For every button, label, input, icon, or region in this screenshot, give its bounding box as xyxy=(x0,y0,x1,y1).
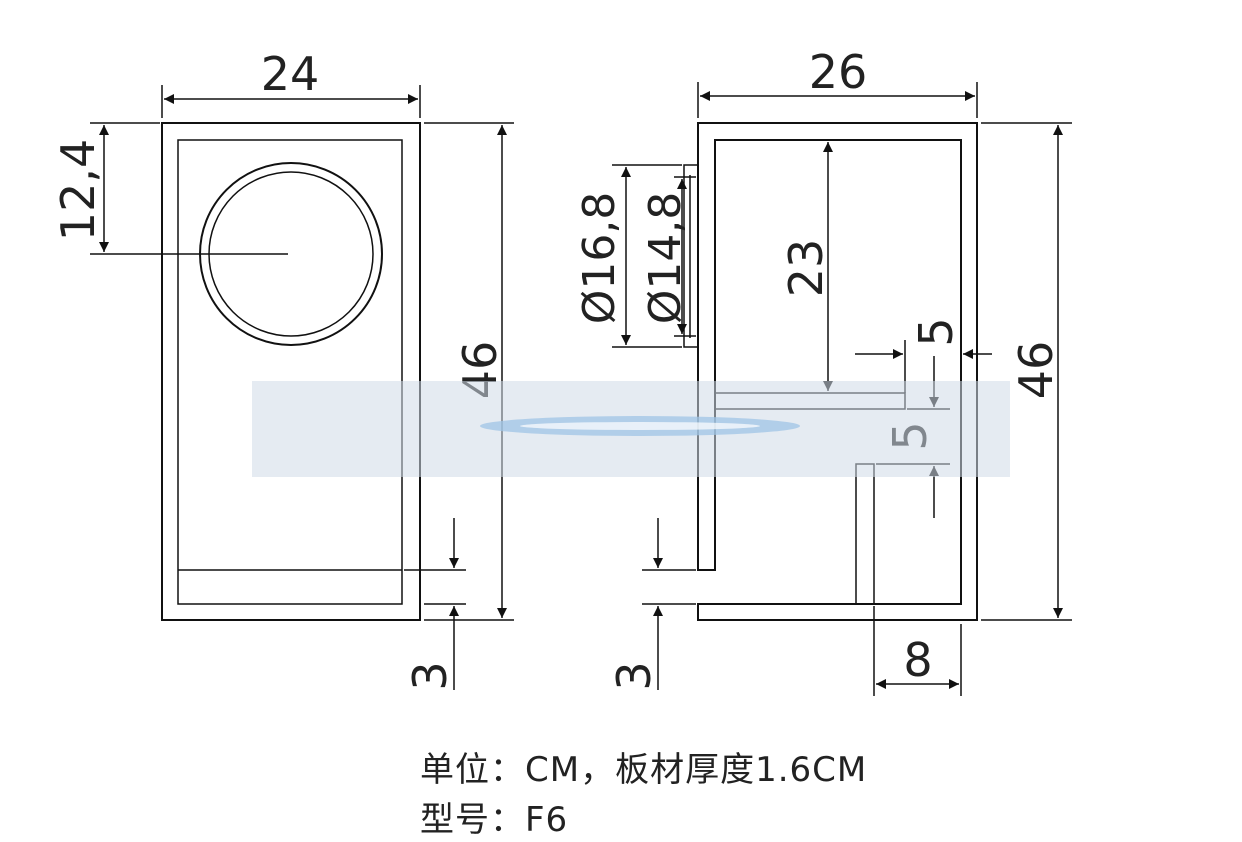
port-depth-label: 8 xyxy=(903,633,932,687)
port-divider xyxy=(855,463,875,605)
side-height-label: 46 xyxy=(1009,341,1063,400)
port-width-label: 5 xyxy=(909,317,963,346)
unit-note: 单位：CM，板材厚度1.6CM xyxy=(420,750,868,790)
watermark xyxy=(252,381,1010,477)
outer-diameter-label: Ø16,8 xyxy=(574,192,625,325)
watermark-logo-highlight xyxy=(520,422,760,430)
front-inner-panel xyxy=(177,139,403,605)
front-bottom-label: 3 xyxy=(403,661,457,690)
front-width-label: 24 xyxy=(261,47,320,101)
front-view: 24 12,4 46 3 xyxy=(51,47,514,691)
model-note: 型号：F6 xyxy=(420,800,569,840)
side-outer-wall xyxy=(697,122,978,621)
front-outer-panel xyxy=(161,122,421,621)
inner-diameter-label: Ø14,8 xyxy=(640,192,691,325)
side-depth-label: 26 xyxy=(809,45,868,99)
side-view: 26 Ø16,8 Ø14,8 23 5 5 46 xyxy=(574,45,1072,696)
inner-height-label: 23 xyxy=(779,239,833,298)
front-top-offset-label: 12,4 xyxy=(51,139,105,241)
side-bottom-label: 3 xyxy=(607,661,661,690)
